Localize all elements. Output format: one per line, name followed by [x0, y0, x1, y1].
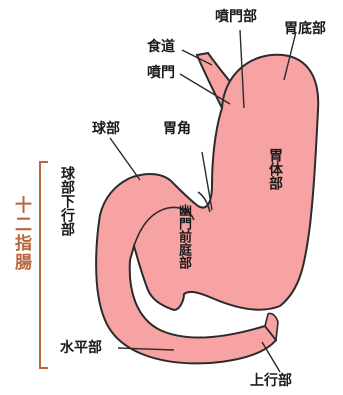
label-funmon: 噴門: [147, 66, 175, 80]
leader-kyubu: [110, 138, 140, 180]
leader-ikaku: [202, 152, 212, 210]
label-yumonzen: 幽門前庭部: [177, 204, 190, 269]
label-ifutei: 胃底部: [284, 22, 326, 36]
label-juunishichou: 十二指腸: [12, 196, 29, 272]
label-kyubu: 球部: [92, 122, 120, 136]
label-jokobu: 上行部: [250, 374, 292, 388]
label-kyubu-kako: 球部下行部: [60, 166, 74, 236]
stomach-shape: [96, 55, 318, 364]
label-funmonbu: 噴門部: [215, 10, 257, 24]
leader-jokobu: [262, 342, 280, 372]
duodenum-bracket: [40, 162, 48, 368]
label-shokudo: 食道: [147, 40, 175, 54]
label-suiheibu: 水平部: [60, 341, 102, 355]
label-itaibu: 胃体部: [268, 148, 282, 190]
label-ikaku: 胃角: [163, 122, 191, 136]
